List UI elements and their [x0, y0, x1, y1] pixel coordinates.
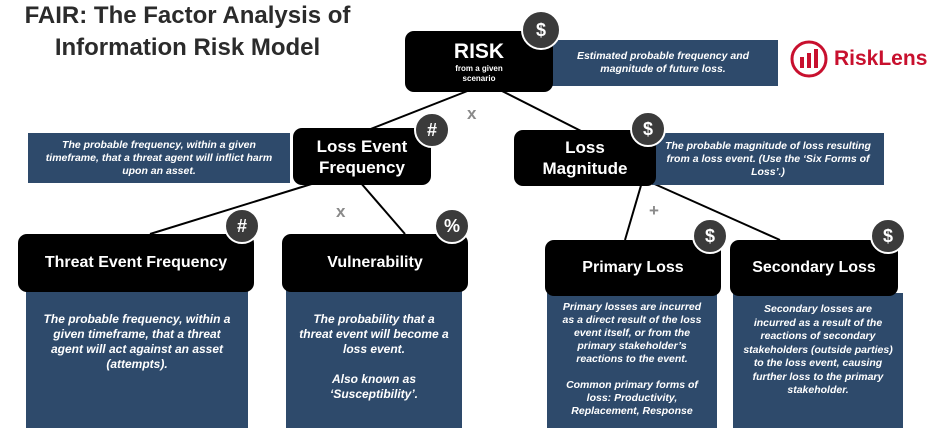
logo-text: RiskLens [834, 47, 928, 70]
primary-forms-text: Common primary forms of loss: Productivi… [566, 379, 698, 417]
lef-node: Loss Event Frequency [293, 128, 431, 185]
primary-description-text: Primary losses are incurred as a direct … [562, 301, 702, 365]
secondary-badge-dollar-icon: $ [870, 218, 906, 254]
lef-label: Loss Event Frequency [316, 136, 408, 177]
secondary-panel: Secondary losses are incurred as a resul… [733, 293, 903, 428]
secondary-description-text: Secondary losses are incurred as a resul… [743, 303, 893, 396]
tef-badge-hash-icon: # [224, 208, 260, 244]
vuln-node: Vulnerability [282, 234, 468, 292]
primary-label: Primary Loss [582, 259, 684, 276]
risk-sublabel: from a given scenario [455, 63, 503, 83]
tef-description-text: The probable frequency, within a given t… [43, 312, 231, 371]
tef-label: Threat Event Frequency [44, 254, 228, 271]
secondary-label: Secondary Loss [752, 259, 876, 276]
lef-description: The probable frequency, within a given t… [28, 133, 290, 183]
lm-label: Loss Magnitude [542, 138, 628, 178]
lef-operator: x [336, 202, 346, 221]
tef-node: Threat Event Frequency [18, 234, 254, 292]
primary-badge-dollar-icon: $ [692, 218, 728, 254]
logo: RiskLens [790, 40, 927, 78]
risk-description: Estimated probable frequency and magnitu… [548, 40, 778, 86]
lm-operator: + [649, 201, 659, 220]
vuln-badge-percent-icon: % [434, 208, 470, 244]
vuln-panel: The probability that a threat event will… [286, 290, 462, 428]
vuln-aka-text: Also known as ‘Susceptibility’. [329, 372, 419, 401]
risk-description-text: Estimated probable frequency and magnitu… [576, 50, 750, 75]
risklens-logo-icon [790, 40, 828, 78]
lm-node: Loss Magnitude [514, 130, 656, 186]
lef-description-text: The probable frequency, within a given t… [45, 138, 273, 177]
risk-operator: x [467, 104, 477, 123]
primary-node: Primary Loss [545, 240, 721, 296]
primary-panel: Primary losses are incurred as a direct … [547, 293, 717, 428]
vuln-label: Vulnerability [327, 254, 423, 271]
risk-badge-dollar-icon: $ [521, 10, 561, 50]
secondary-node: Secondary Loss [730, 240, 898, 296]
vuln-description-text: The probability that a threat event will… [299, 312, 449, 356]
lm-description: The probable magnitude of loss resulting… [652, 133, 884, 185]
page-title: FAIR: The Factor Analysis of Information… [24, 2, 351, 61]
lef-badge-hash-icon: # [414, 112, 450, 148]
tef-panel: The probable frequency, within a given t… [26, 290, 248, 428]
lm-description-text: The probable magnitude of loss resulting… [665, 139, 871, 178]
risk-label: RISK [453, 39, 505, 63]
lm-badge-dollar-icon: $ [630, 111, 666, 147]
